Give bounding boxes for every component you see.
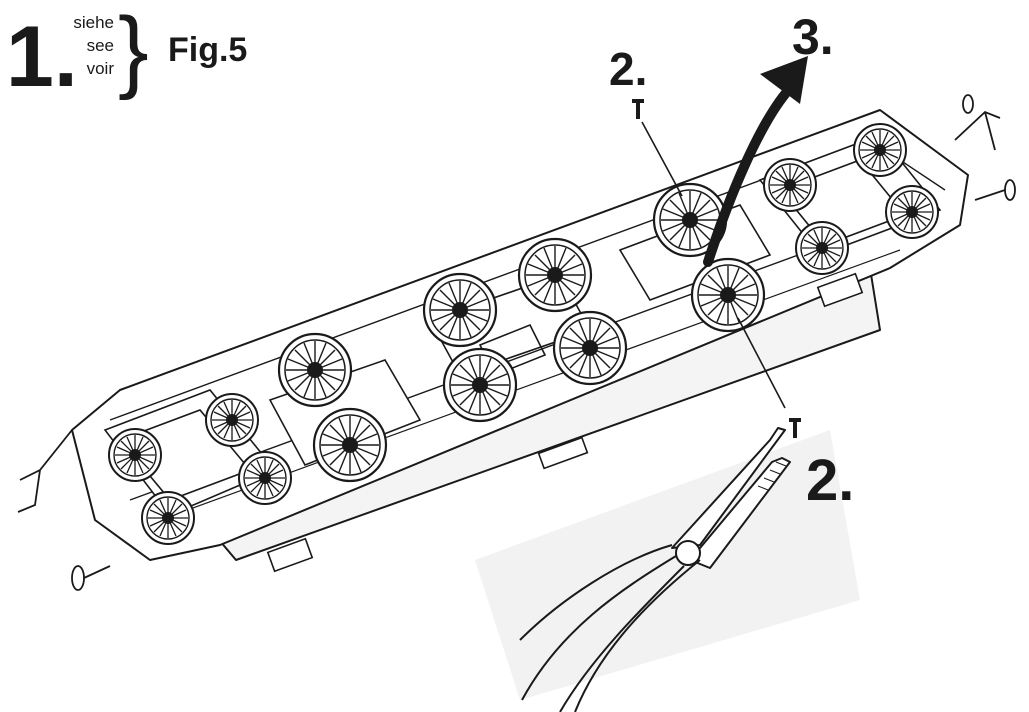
couplers <box>17 94 1016 591</box>
step-2-label-bottom-screw: 2. <box>806 448 855 513</box>
curly-brace: } <box>118 0 149 101</box>
step-1-number: 1. <box>6 9 78 105</box>
step-3-label-lift: 3. <box>792 9 834 65</box>
reference-word-french: voir <box>86 59 114 78</box>
reference-word-english: see <box>86 36 114 55</box>
reference-word-german: siehe <box>73 13 114 32</box>
screw-icon <box>789 418 801 438</box>
arrow-up-right-icon <box>703 56 808 267</box>
pliers-icon <box>475 427 860 712</box>
screw-icon <box>632 99 644 119</box>
figure-reference: Fig.5 <box>168 31 248 69</box>
leader-lines <box>641 121 786 409</box>
step-2-label-top-screw: 2. <box>609 43 648 95</box>
